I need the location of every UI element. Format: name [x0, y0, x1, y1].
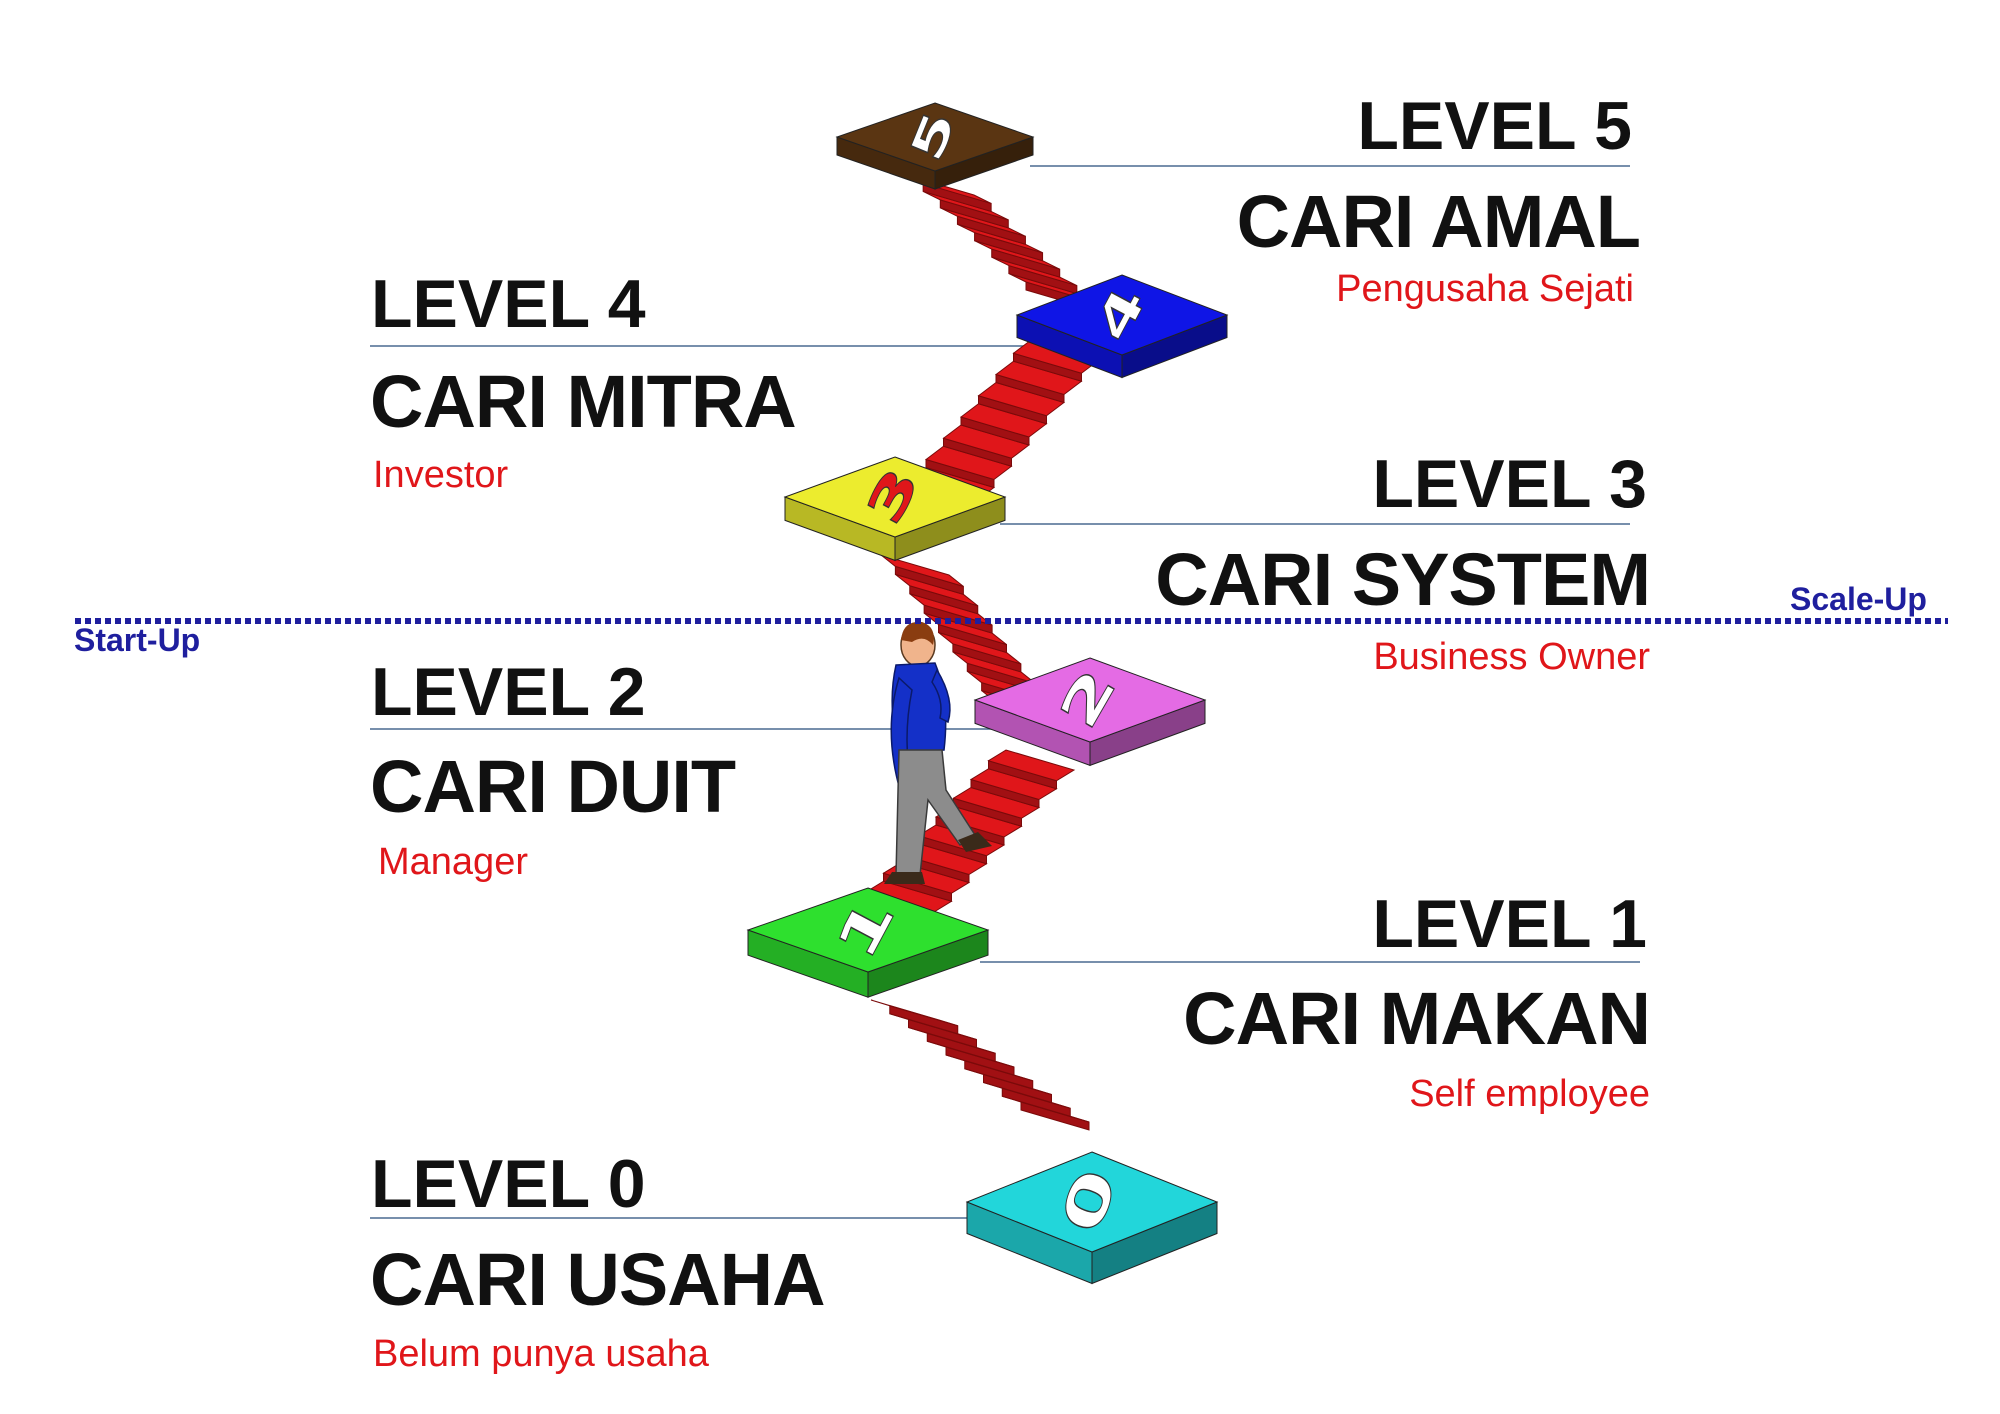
level-3-role: Business Owner — [1373, 636, 1650, 678]
level-4-name: CARI MITRA — [370, 360, 797, 443]
level-3-tile: 3 — [783, 456, 1007, 562]
stair-flight-5 — [905, 174, 1095, 311]
start-up-label: Start-Up — [74, 622, 201, 658]
level-1-role: Self employee — [1409, 1073, 1650, 1115]
level-4-label: LEVEL 4 — [371, 266, 646, 342]
level-5-name: CARI AMAL — [1236, 180, 1641, 263]
level-2-label: LEVEL 2 — [371, 654, 646, 730]
level-0-role: Belum punya usaha — [373, 1333, 709, 1375]
level-2-name: CARI DUIT — [370, 745, 736, 828]
level-0-label: LEVEL 0 — [371, 1146, 646, 1222]
level-1-label: LEVEL 1 — [1372, 886, 1647, 962]
level-1-name: CARI MAKAN — [1183, 977, 1651, 1060]
level-0-name: CARI USAHA — [370, 1238, 826, 1321]
level-3-label: LEVEL 3 — [1372, 446, 1647, 522]
level-2-tile: 2 — [973, 657, 1207, 767]
level-1-tile: 1 — [746, 887, 990, 998]
level-4-tile: 4 — [1015, 274, 1229, 379]
level-5-role: Pengusaha Sejati — [1336, 268, 1634, 310]
tile-top — [973, 657, 1207, 743]
stair-step — [987, 749, 1076, 782]
tile-top — [1015, 274, 1229, 356]
tile-top — [783, 456, 1007, 538]
tile-top — [965, 1151, 1219, 1253]
stair-step — [880, 554, 964, 587]
tile-top — [746, 887, 990, 973]
level-0-tile: 0 — [965, 1151, 1219, 1285]
scale-up-label: Scale-Up — [1790, 581, 1927, 617]
climbing-man-figure — [884, 621, 992, 884]
level-3-name: CARI SYSTEM — [1155, 538, 1651, 621]
stair-flight-1 — [870, 999, 1090, 1131]
level-5-tile: 5 — [835, 102, 1035, 190]
tile-top — [835, 102, 1035, 172]
level-4-role: Investor — [373, 454, 509, 496]
level-5-label: LEVEL 5 — [1357, 88, 1632, 164]
level-2-role: Manager — [378, 841, 528, 883]
stair-step — [870, 999, 958, 1027]
